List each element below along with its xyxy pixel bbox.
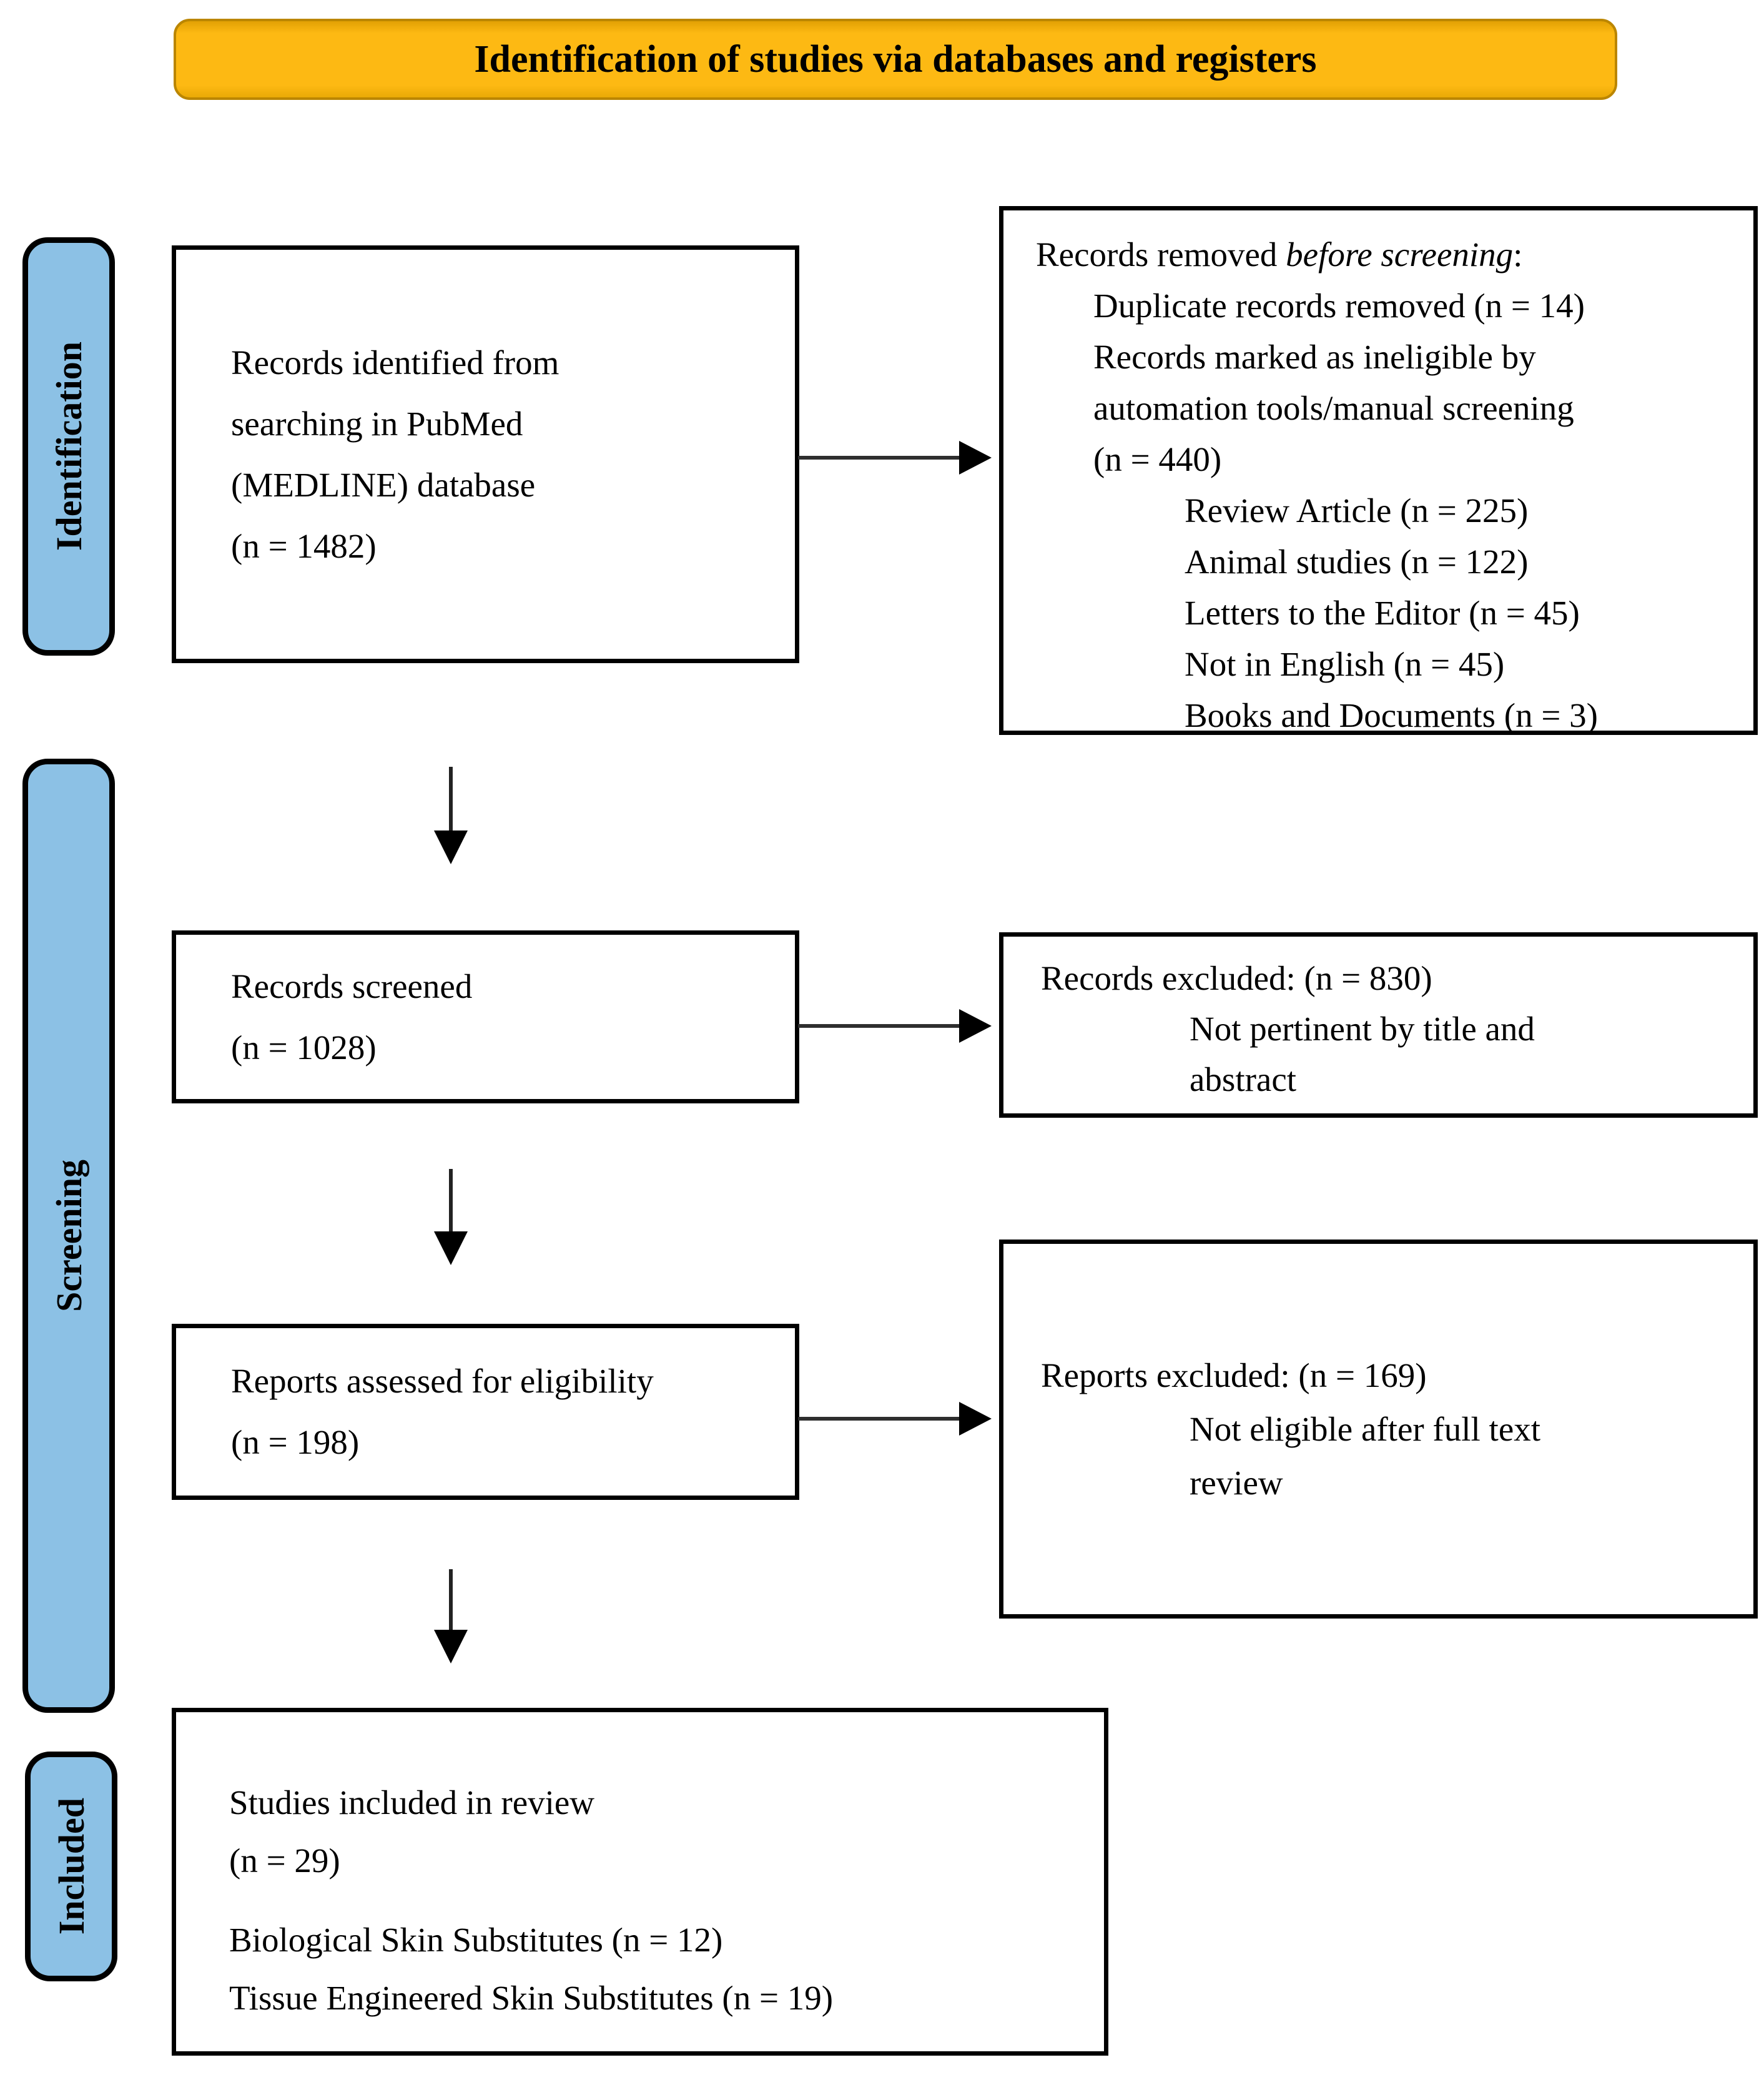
- box-records-removed-line: Animal studies (n = 122): [1185, 543, 1529, 581]
- box-records-removed-line: Books and Documents (n = 3): [1185, 696, 1598, 734]
- box-reports-assessed-line: (n = 198): [231, 1423, 360, 1461]
- box-records-identified-line: Records identified from: [231, 343, 559, 382]
- arrow-identified-to-removed: [798, 441, 992, 475]
- box-records-removed-line: Review Article (n = 225): [1185, 491, 1529, 530]
- box-records-excluded-line: Records excluded: (n = 830): [1041, 959, 1432, 997]
- box-studies-included-line: (n = 29): [229, 1841, 340, 1880]
- box-records-removed-line: Records marked as ineligible by: [1093, 338, 1536, 376]
- box-records-screened: Records screened (n = 1028): [172, 930, 799, 1103]
- arrow-stem: [449, 1169, 453, 1231]
- box-records-removed-title: Records removed before screening:: [1036, 235, 1523, 274]
- arrow-head-down-icon: [434, 1231, 468, 1265]
- arrow-assessed-to-excluded: [798, 1402, 992, 1436]
- phase-label-identification-text: Identification: [48, 342, 89, 551]
- box-records-excluded-line: Not pertinent by title and: [1190, 1010, 1535, 1048]
- box-reports-assessed: Reports assessed for eligibility (n = 19…: [172, 1324, 799, 1500]
- box-records-removed-line: Letters to the Editor (n = 45): [1185, 594, 1580, 632]
- arrow-head-right-icon: [959, 1402, 992, 1436]
- arrow-stem: [798, 456, 959, 460]
- arrow-head-right-icon: [959, 1009, 992, 1043]
- phase-label-screening-text: Screening: [48, 1160, 89, 1312]
- arrow-stem: [798, 1024, 959, 1028]
- phase-label-screening: Screening: [22, 759, 115, 1713]
- arrow-assessed-to-included: [434, 1569, 468, 1663]
- box-records-identified-line: (n = 1482): [231, 526, 377, 565]
- arrow-screened-to-assessed: [434, 1169, 468, 1265]
- box-records-excluded: Records excluded: (n = 830) Not pertinen…: [999, 932, 1758, 1118]
- box-records-identified: Records identified from searching in Pub…: [172, 245, 799, 663]
- phase-label-included: Included: [25, 1752, 117, 1981]
- box-records-screened-line: Records screened: [231, 967, 473, 1005]
- box-reports-assessed-line: Reports assessed for eligibility: [231, 1362, 654, 1400]
- arrow-screened-to-excluded: [798, 1009, 992, 1043]
- box-records-removed-line: Not in English (n = 45): [1185, 645, 1505, 683]
- arrow-head-down-icon: [434, 1630, 468, 1663]
- box-reports-excluded-line: Reports excluded: (n = 169): [1041, 1356, 1427, 1394]
- box-records-excluded-line: abstract: [1190, 1060, 1297, 1098]
- arrow-head-down-icon: [434, 830, 468, 864]
- arrow-stem: [449, 1569, 453, 1630]
- box-records-screened-line: (n = 1028): [231, 1028, 377, 1067]
- arrow-head-right-icon: [959, 441, 992, 475]
- box-studies-included: Studies included in review (n = 29) Biol…: [172, 1708, 1108, 2056]
- box-records-identified-line: searching in PubMed: [231, 404, 523, 443]
- phase-label-identification: Identification: [22, 237, 115, 656]
- banner-title: Identification of studies via databases …: [174, 19, 1617, 100]
- box-records-removed-line: Duplicate records removed (n = 14): [1093, 287, 1585, 325]
- arrow-stem: [449, 767, 453, 830]
- box-records-removed: Records removed before screening: Duplic…: [999, 206, 1758, 735]
- blank-line: [229, 1890, 1091, 1911]
- arrow-stem: [798, 1417, 959, 1421]
- box-records-removed-line: automation tools/manual screening: [1093, 389, 1574, 427]
- box-records-removed-line: (n = 440): [1093, 440, 1222, 478]
- box-studies-included-line: Tissue Engineered Skin Substitutes (n = …: [229, 1979, 834, 2017]
- box-records-identified-line: (MEDLINE) database: [231, 465, 536, 504]
- box-reports-excluded-line: Not eligible after full text: [1190, 1409, 1541, 1448]
- box-reports-excluded: Reports excluded: (n = 169) Not eligible…: [999, 1240, 1758, 1619]
- phase-label-included-text: Included: [51, 1798, 92, 1935]
- box-reports-excluded-line: review: [1190, 1463, 1283, 1502]
- box-studies-included-line: Biological Skin Substitutes (n = 12): [229, 1921, 723, 1959]
- arrow-identified-to-screened: [434, 767, 468, 864]
- box-studies-included-line: Studies included in review: [229, 1783, 595, 1821]
